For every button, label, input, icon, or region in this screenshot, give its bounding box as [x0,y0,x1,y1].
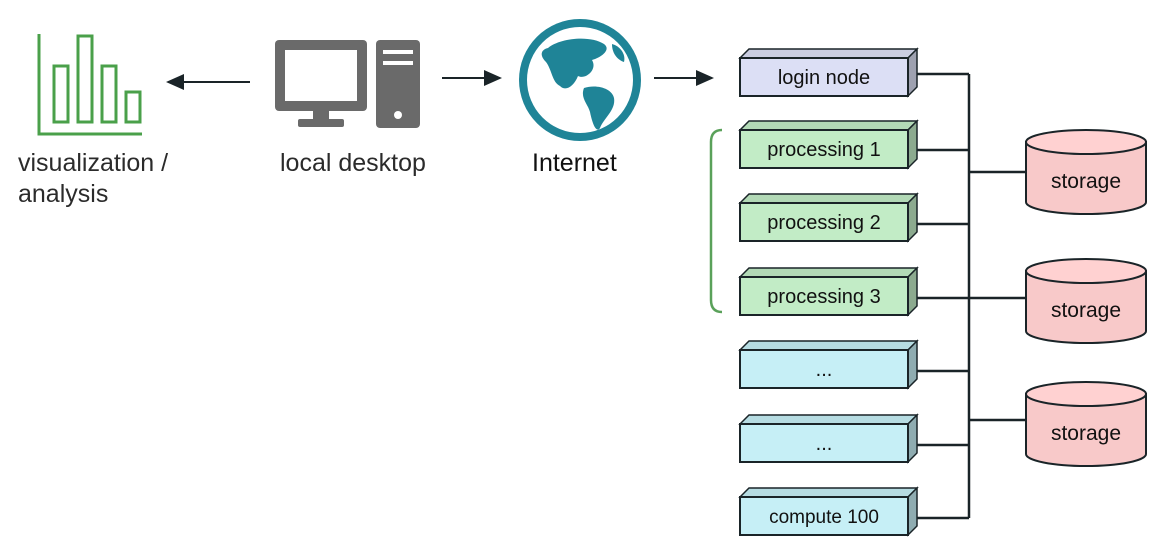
internet-label: Internet [532,149,617,177]
server-node-label: login node [778,67,870,89]
visualization-label-line2: analysis [18,180,109,208]
server-node-login: login node [738,47,919,98]
storage-units: storage storage storage [1025,129,1147,467]
processing-group-bracket [709,128,723,314]
server-node-label: ... [816,433,833,455]
local-desktop-label: local desktop [280,149,426,177]
connection-lines [916,72,1027,520]
visualization-label-line1: visualization / [18,149,169,177]
server-node-label: processing 1 [767,139,880,161]
storage-label: storage [1051,299,1121,322]
desktop-computer-icon [275,40,420,128]
server-node-processing: processing 2 [738,192,919,243]
globe-icon [519,19,641,141]
storage-cylinder: storage [1025,129,1147,215]
bar-chart-icon [37,34,142,136]
storage-cylinder: storage [1025,381,1147,467]
server-node-label: ... [816,359,833,381]
storage-label: storage [1051,422,1121,445]
server-node-compute: compute 100 [738,486,919,537]
server-node-label: compute 100 [769,507,879,528]
server-node-label: processing 3 [767,286,880,308]
server-nodes: login node processing 1 processing 2 proces… [738,47,919,537]
server-node-processing: processing 3 [738,266,919,317]
server-node-compute: ... [738,339,919,390]
server-node-label: processing 2 [767,212,880,234]
storage-label: storage [1051,170,1121,193]
server-node-compute: ... [738,413,919,464]
storage-cylinder: storage [1025,258,1147,344]
server-node-processing: processing 1 [738,119,919,170]
visualization-label: visualization / analysis [18,148,168,210]
